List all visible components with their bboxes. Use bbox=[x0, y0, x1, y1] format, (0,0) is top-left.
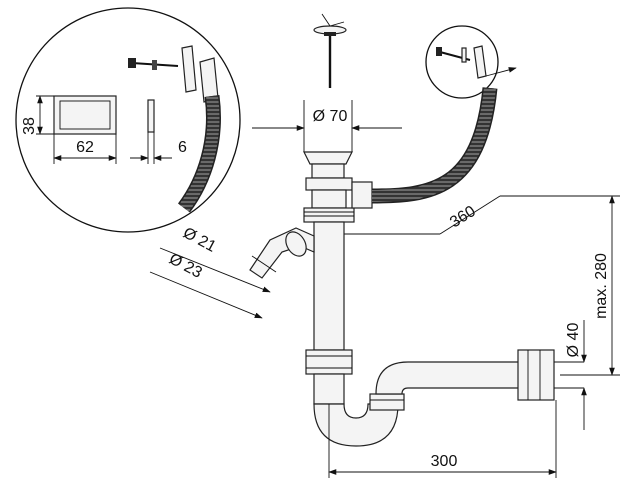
overflow-head bbox=[181, 45, 197, 93]
detail-circle-overflow: 38 62 6 bbox=[15, 7, 241, 233]
hose-segment bbox=[179, 95, 220, 212]
dim-280-group: max. 280 bbox=[500, 195, 620, 376]
screw-icon bbox=[128, 58, 179, 70]
detail-circle-small bbox=[425, 25, 517, 99]
plug-stopper bbox=[313, 13, 347, 88]
outlet-pipe bbox=[375, 349, 584, 401]
dim-360: 360 bbox=[447, 203, 479, 232]
dim-6: 6 bbox=[178, 139, 187, 156]
dim-d40: Ø 40 bbox=[565, 323, 582, 358]
dim-d23: Ø 23 bbox=[166, 251, 205, 282]
vertical-pipe bbox=[305, 221, 405, 447]
dim-max280: max. 280 bbox=[593, 253, 610, 319]
dim-d21: Ø 21 bbox=[180, 225, 219, 256]
dim-38: 38 bbox=[21, 117, 38, 135]
dim-d70: Ø 70 bbox=[313, 108, 348, 125]
overflow-plate bbox=[53, 95, 117, 135]
overflow-hose: 360 bbox=[335, 87, 501, 237]
dim-62: 62 bbox=[76, 139, 94, 156]
overflow-plate-side bbox=[147, 99, 155, 133]
dim-300-group: 300 bbox=[328, 400, 557, 478]
dim-40-group: Ø 40 bbox=[565, 320, 587, 430]
drain-strainer: Ø 70 bbox=[252, 100, 402, 223]
side-inlet: Ø 21 Ø 23 bbox=[149, 225, 315, 319]
dim-300: 300 bbox=[431, 453, 458, 470]
